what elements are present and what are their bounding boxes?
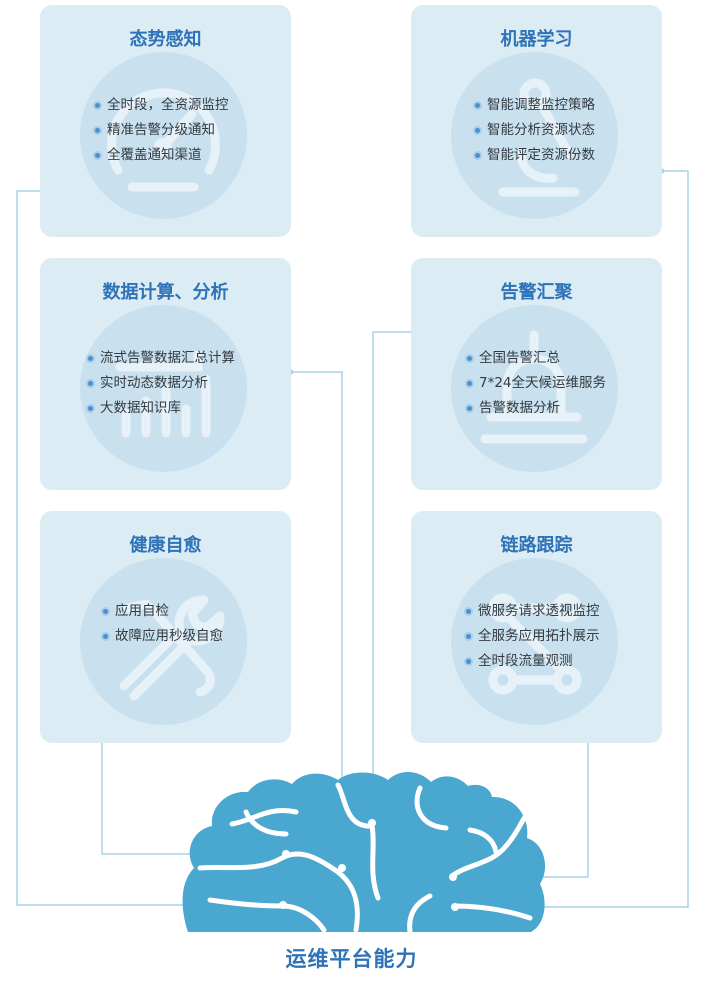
list-item: 智能评定资源份数 bbox=[475, 143, 595, 168]
brain-icon bbox=[183, 772, 545, 932]
list-item: 实时动态数据分析 bbox=[88, 371, 235, 396]
list-item: 7*24全天候运维服务 bbox=[467, 371, 606, 396]
card-title: 链路跟踪 bbox=[411, 531, 662, 557]
connector-alarm bbox=[373, 332, 413, 823]
card-situation-awareness: 态势感知 全时段，全资源监控 精准告警分级通知 全覆盖通知渠道 bbox=[40, 5, 291, 237]
list-item: 全服务应用拓扑展示 bbox=[466, 624, 600, 649]
list-item: 微服务请求透视监控 bbox=[466, 599, 600, 624]
list-item: 全时段，全资源监控 bbox=[95, 93, 229, 118]
list-item: 大数据知识库 bbox=[88, 396, 235, 421]
card-list: 全国告警汇总 7*24全天候运维服务 告警数据分析 bbox=[467, 346, 606, 421]
brain-title: 运维平台能力 bbox=[0, 943, 703, 973]
card-self-healing: 健康自愈 应用自检 故障应用秒级自愈 bbox=[40, 511, 291, 743]
card-list: 智能调整监控策略 智能分析资源状态 智能评定资源份数 bbox=[475, 93, 595, 168]
list-item: 流式告警数据汇总计算 bbox=[88, 346, 235, 371]
list-item: 精准告警分级通知 bbox=[95, 118, 229, 143]
list-item: 应用自检 bbox=[103, 599, 223, 624]
card-link-tracing: 链路跟踪 微服务请求透视监控 全服务应用拓扑展示 全时段流量观测 bbox=[411, 511, 662, 743]
card-alarm-aggregation: 告警汇聚 全国告警汇总 7*24全天候运维服务 告警数据分析 bbox=[411, 258, 662, 490]
list-item: 故障应用秒级自愈 bbox=[103, 624, 223, 649]
card-data-computing: 数据计算、分析 流式告警数据汇总计算 实时动态数据分析 大数据知识库 bbox=[40, 258, 291, 490]
card-title: 态势感知 bbox=[40, 25, 291, 51]
card-title: 数据计算、分析 bbox=[40, 278, 291, 304]
card-list: 流式告警数据汇总计算 实时动态数据分析 大数据知识库 bbox=[88, 346, 235, 421]
card-title: 机器学习 bbox=[411, 25, 662, 51]
card-machine-learning: 机器学习 智能调整监控策略 智能分析资源状态 智能评定资源份数 bbox=[411, 5, 662, 237]
list-item: 全覆盖通知渠道 bbox=[95, 143, 229, 168]
list-item: 全时段流量观测 bbox=[466, 649, 600, 674]
card-list: 应用自检 故障应用秒级自愈 bbox=[103, 599, 223, 649]
card-list: 全时段，全资源监控 精准告警分级通知 全覆盖通知渠道 bbox=[95, 93, 229, 168]
list-item: 告警数据分析 bbox=[467, 396, 606, 421]
list-item: 智能调整监控策略 bbox=[475, 93, 595, 118]
list-item: 全国告警汇总 bbox=[467, 346, 606, 371]
card-title: 健康自愈 bbox=[40, 531, 291, 557]
list-item: 智能分析资源状态 bbox=[475, 118, 595, 143]
card-list: 微服务请求透视监控 全服务应用拓扑展示 全时段流量观测 bbox=[466, 599, 600, 674]
card-title: 告警汇聚 bbox=[411, 278, 662, 304]
